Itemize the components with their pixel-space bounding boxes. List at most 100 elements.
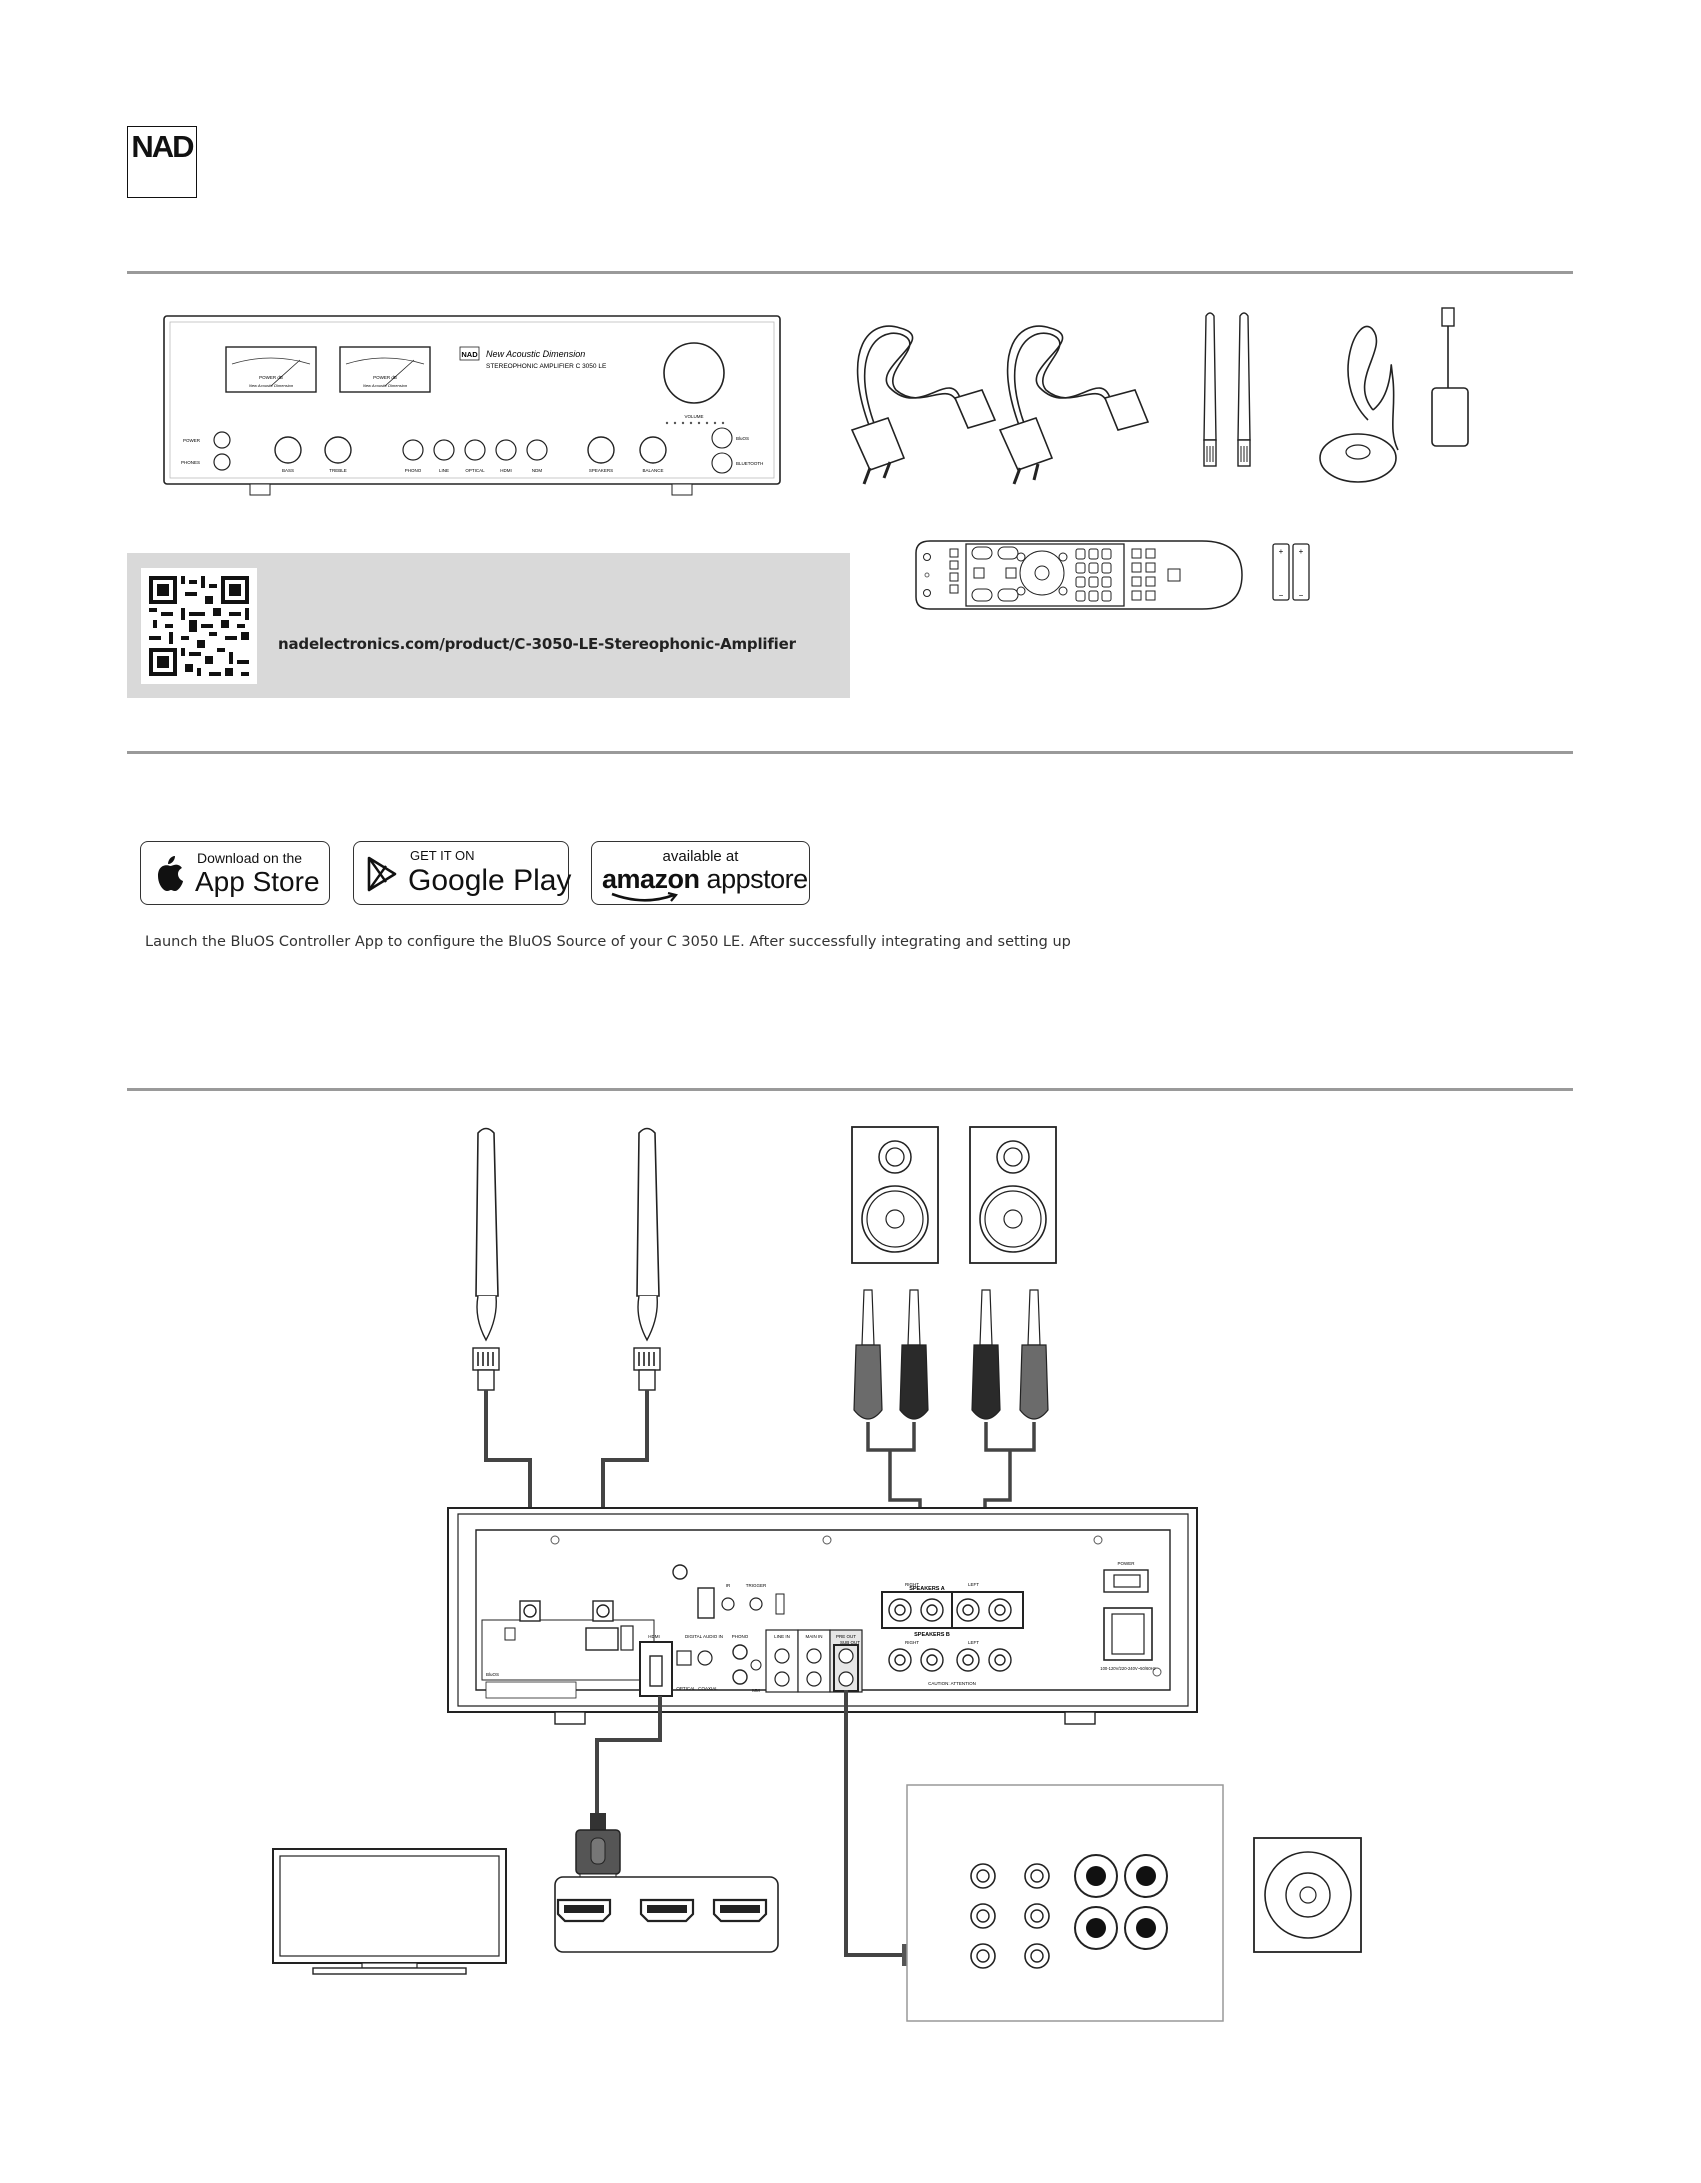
input-label: LINE [439, 468, 449, 473]
speaker-left [851, 1126, 939, 1264]
power-cords-illustration [850, 325, 1150, 485]
amp-model-line: STEREOPHONIC AMPLIFIER C 3050 LE [486, 363, 607, 370]
optical-label: OPTICAL [676, 1686, 696, 1691]
apple-icon [158, 856, 183, 891]
trigger-label: TRIGGER [746, 1583, 767, 1588]
line-in-label: LINE IN [774, 1634, 790, 1639]
vu-meter-right [339, 346, 431, 393]
phono-label: PHONO [732, 1634, 749, 1639]
google-play-main-text: Google Play [408, 864, 572, 897]
input-button-hdmi [495, 439, 517, 461]
bluetooth-button [711, 452, 733, 474]
meter-label-left: POWER dB [259, 375, 283, 380]
google-play-top-text: GET IT ON [410, 848, 475, 863]
treble-knob [324, 436, 352, 464]
section-divider [127, 751, 1573, 754]
qr-code-pattern [141, 568, 257, 684]
speakers-a-label: SPEAKERS A [909, 1586, 945, 1592]
phones-label: PHONES [181, 460, 200, 465]
svg-text:−: − [1299, 591, 1304, 600]
bass-label: BASS [282, 468, 294, 473]
svg-text:+: + [1279, 547, 1284, 556]
digital-audio-label: DIGITAL AUDIO IN [685, 1634, 723, 1639]
wifi-antenna-right [633, 1127, 661, 1391]
input-label: NDM [532, 468, 542, 473]
google-play-badge[interactable]: GET IT ON Google Play [353, 841, 572, 905]
speakers-left-label: LEFT [968, 1582, 979, 1587]
amazon-smile-icon [611, 892, 678, 902]
app-store-badge[interactable]: Download on the App Store [140, 841, 330, 905]
bluos-instruction-text: Launch the BluOS Controller App to confi… [145, 934, 1071, 950]
wifi-antenna-left [472, 1127, 500, 1391]
tv-hdmi-ports [554, 1876, 779, 1953]
qr-code[interactable] [141, 568, 257, 684]
treble-label: TREBLE [329, 468, 347, 473]
ac-rating-label: 100-120V/220-240V~50/60Hz [1100, 1666, 1156, 1671]
meter-script-right: New Acoustic Dimension [363, 383, 408, 388]
pre-out-label: PRE OUT [836, 1634, 856, 1639]
play-triangle-icon [367, 856, 397, 892]
main-in-label: MAIN IN [805, 1634, 822, 1639]
speaker-right [969, 1126, 1057, 1264]
input-button-phono [402, 439, 424, 461]
ir-label: IR [726, 1583, 731, 1588]
meter-script-left: New Acoustic Dimension [249, 383, 294, 388]
wireless-accessory-illustration [1319, 307, 1469, 483]
mm-label: MM [752, 1688, 760, 1693]
nad-logo: NAD [127, 126, 197, 198]
input-label: PHONO [405, 468, 422, 473]
vu-meter-left [225, 346, 317, 393]
sub-out-label: SUB OUT [840, 1640, 860, 1645]
svg-text:+: + [1299, 547, 1304, 556]
section-divider [127, 1088, 1573, 1091]
batteries-illustration: + + − − [1272, 543, 1310, 601]
speakers-right-label: RIGHT [905, 1582, 919, 1587]
subwoofer-input-panel [906, 1784, 1224, 2022]
amazon-wordmark: amazon [602, 864, 700, 894]
section-divider [127, 271, 1573, 274]
amp-brand-script: New Acoustic Dimension [486, 349, 585, 359]
amazon-top-text: available at [662, 848, 739, 865]
bluetooth-label: BLUETOOTH [736, 461, 763, 466]
input-button-optical [464, 439, 486, 461]
input-button-line [433, 439, 455, 461]
rear-serial-label: BluOS [486, 1672, 499, 1677]
phones-jack [213, 453, 231, 471]
remote-control-illustration [915, 540, 1243, 610]
amplifier-rear-panel: BluOS HDMI DIGITAL AUDIO IN OPTICAL COAX… [447, 1507, 1198, 1725]
logo-text: NAD [131, 129, 194, 164]
app-store-main-text: App Store [195, 866, 320, 897]
input-label: OPTICAL [465, 468, 485, 473]
antennas-illustration [1203, 312, 1251, 467]
caution-label: CAUTION: ATTENTION [928, 1681, 976, 1686]
speakers-b-left-label: LEFT [968, 1640, 979, 1645]
power-label: POWER [183, 438, 201, 443]
input-button-ndm [526, 439, 548, 461]
amplifier-front-illustration: POWER dB POWER dB New Acoustic Dimension… [163, 315, 781, 496]
app-store-top-text: Download on the [197, 850, 303, 866]
volume-knob [663, 342, 725, 404]
appstore-wordmark: appstore [706, 864, 809, 894]
product-link-panel: nadelectronics.com/product/C-3050-LE-Ste… [127, 553, 850, 698]
subwoofer-illustration [1253, 1837, 1362, 1953]
speakers-b-label: SPEAKERS B [914, 1632, 950, 1638]
connection-diagram: BluOS HDMI DIGITAL AUDIO IN OPTICAL COAX… [272, 1126, 1362, 2022]
hdmi-label: HDMI [648, 1634, 660, 1639]
speakers-b-right-label: RIGHT [905, 1640, 919, 1645]
balance-label: BALANCE [642, 468, 663, 473]
amp-brand-badge: NAD [461, 350, 478, 359]
product-url-link[interactable]: nadelectronics.com/product/C-3050-LE-Ste… [278, 635, 796, 653]
coaxial-label: COAXIAL [698, 1686, 718, 1691]
meter-label-right: POWER dB [373, 375, 397, 380]
power-button [213, 431, 231, 449]
power-switch-label: POWER [1117, 1561, 1135, 1566]
svg-text:−: − [1279, 591, 1284, 600]
amazon-appstore-badge[interactable]: available at amazon appstore [591, 841, 810, 905]
input-label: HDMI [500, 468, 512, 473]
bluos-label: BluOS [736, 436, 749, 441]
bass-knob [274, 436, 302, 464]
bluos-button [711, 427, 733, 449]
television-illustration [272, 1848, 507, 1975]
volume-label: VOLUME [684, 414, 703, 419]
balance-knob [639, 436, 667, 464]
